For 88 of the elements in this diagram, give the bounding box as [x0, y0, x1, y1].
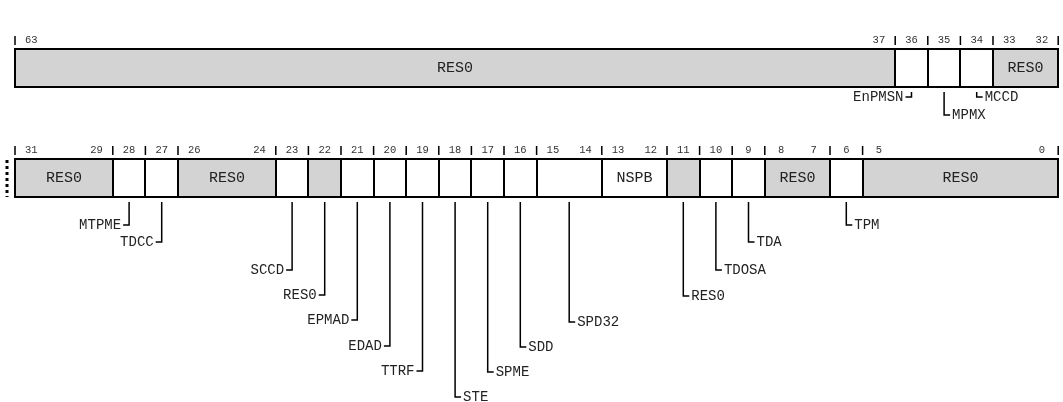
- field-name: SDD: [528, 339, 554, 355]
- field-name: MCCD: [984, 89, 1019, 105]
- bit-number: 32: [1035, 34, 1049, 46]
- leader-line: [747, 201, 756, 243]
- bit-number: 8: [777, 144, 785, 156]
- bit-number: 33: [1003, 34, 1016, 46]
- register-field: RES0: [861, 158, 1060, 198]
- field-name: SCCD: [250, 262, 285, 278]
- leader-line: [568, 201, 576, 323]
- bit-number: 63: [25, 34, 38, 46]
- field-name: EPMAD: [307, 312, 350, 328]
- field-name: EDAD: [348, 338, 382, 354]
- bit-number: 14: [579, 144, 592, 156]
- leader-line: [122, 201, 130, 226]
- bit-number: 27: [155, 144, 168, 156]
- leader-line: [415, 201, 424, 372]
- field-name: RES0: [691, 288, 725, 304]
- bit-field: [503, 158, 538, 198]
- bit-number: 7: [810, 144, 817, 156]
- bit-number: 19: [416, 144, 429, 156]
- bit-number: 23: [285, 144, 299, 156]
- field-name: MTPME: [79, 217, 122, 233]
- bit-number: 22: [318, 144, 331, 156]
- bit-field: [144, 158, 179, 198]
- leader-line: [317, 201, 326, 296]
- bit-field: [405, 158, 440, 198]
- register-field: RES0: [14, 158, 114, 198]
- bit-number: 0: [1038, 144, 1046, 156]
- leader-line: [682, 201, 691, 297]
- bit-field: [894, 48, 929, 88]
- leader-line: [154, 201, 163, 243]
- bit-number: 35: [937, 34, 951, 46]
- bit-field: [340, 158, 375, 198]
- register-field: RES0: [763, 158, 831, 198]
- register-field: RES0: [177, 158, 277, 198]
- bit-number: 9: [745, 144, 752, 156]
- leader-line: [454, 201, 462, 398]
- field-name: EnPMSN: [853, 89, 904, 105]
- bit-number: 10: [709, 144, 723, 156]
- bit-number: 12: [644, 144, 657, 156]
- field-name: RES0: [283, 287, 317, 303]
- leader-line: [975, 91, 984, 98]
- bit-field: [666, 158, 701, 198]
- bit-number: 15: [546, 144, 560, 156]
- bit-number: 28: [122, 144, 136, 156]
- bit-number: 18: [448, 144, 462, 156]
- bit-number: 16: [514, 144, 527, 156]
- bit-field: [307, 158, 342, 198]
- bit-number: 11: [677, 144, 690, 156]
- field-name: SPME: [495, 364, 530, 380]
- field-name: TDOSA: [723, 262, 766, 278]
- field-name: TTRF: [380, 363, 415, 379]
- bit-field: [535, 158, 603, 198]
- leader-line: [904, 91, 913, 98]
- leader-line: [285, 201, 293, 271]
- bit-number: 5: [875, 144, 883, 156]
- bit-number: 37: [872, 34, 886, 46]
- bit-number: 34: [970, 34, 983, 46]
- bit-number: 6: [843, 144, 850, 156]
- leader-line: [715, 201, 723, 271]
- bit-number: 13: [611, 144, 625, 156]
- leader-line: [350, 201, 359, 321]
- bit-number: 21: [351, 144, 364, 156]
- bit-field: [959, 48, 994, 88]
- leader-line: [943, 91, 951, 116]
- bit-number: 36: [905, 34, 918, 46]
- leader-line: [845, 201, 854, 226]
- field-name: TPM: [854, 217, 880, 233]
- leader-line: [486, 201, 495, 373]
- bit-number: 20: [383, 144, 397, 156]
- bit-field: [829, 158, 864, 198]
- bit-number: 29: [90, 144, 103, 156]
- bit-field: [731, 158, 766, 198]
- bit-number: 24: [253, 144, 266, 156]
- field-name: SPD32: [577, 314, 620, 330]
- field-name: TDA: [756, 234, 782, 250]
- field-name: TDCC: [120, 234, 154, 250]
- bit-number: 26: [188, 144, 201, 156]
- leader-line: [383, 201, 391, 347]
- bit-field: [470, 158, 505, 198]
- leader-line: [519, 201, 528, 348]
- register-field: RES0: [992, 48, 1060, 88]
- field-name: STE: [463, 389, 489, 402]
- bit-number: 17: [481, 144, 494, 156]
- bit-number: 31: [25, 144, 38, 156]
- register-field: NSPB: [600, 158, 668, 198]
- field-name: MPMX: [952, 107, 986, 123]
- register-field: RES0: [14, 48, 897, 88]
